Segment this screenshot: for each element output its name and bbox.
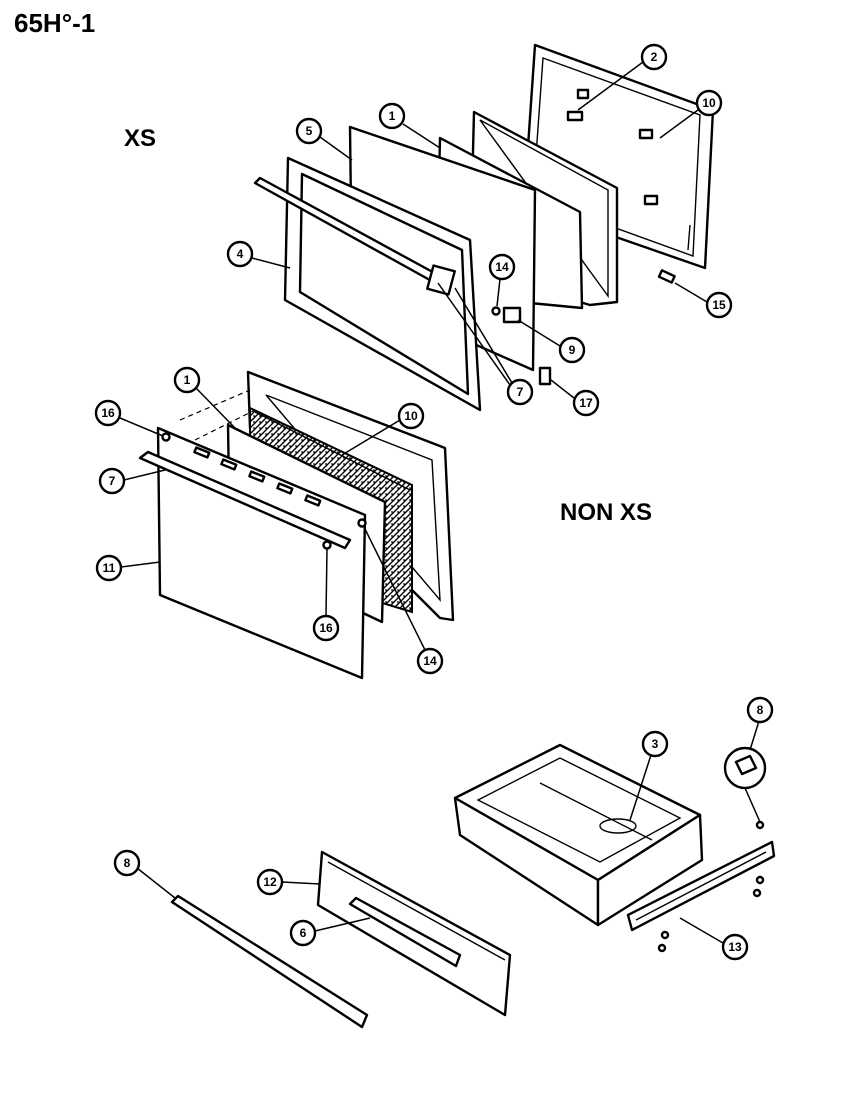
callout-xs-10: 10	[659, 89, 723, 139]
model-code: 65H°-1	[14, 8, 95, 38]
drawer-bottom-trim	[170, 894, 369, 1029]
callout-xs-5: 5	[295, 117, 353, 161]
drawer-screw-4	[660, 930, 670, 940]
callout-drawer-6: 6	[289, 917, 371, 947]
drawer-screw-3	[752, 888, 762, 898]
callout-non-xs-16-bottom: 16	[312, 548, 340, 642]
svg-text:15: 15	[712, 298, 726, 312]
svg-text:7: 7	[109, 474, 116, 488]
svg-text:14: 14	[423, 654, 437, 668]
svg-text:10: 10	[404, 409, 418, 423]
svg-text:9: 9	[569, 343, 576, 357]
callout-xs-15: 15	[674, 282, 733, 319]
drawer-assembly	[170, 743, 776, 1029]
xs-screw	[491, 306, 501, 316]
callout-xs-1: 1	[378, 102, 441, 149]
svg-text:12: 12	[263, 875, 277, 889]
xs-hinge-clip	[657, 269, 676, 284]
callout-non-xs-14: 14	[363, 526, 444, 675]
svg-text:1: 1	[184, 373, 191, 387]
svg-text:6: 6	[300, 926, 307, 940]
drawer-clip-detail	[723, 746, 767, 790]
non-xs-door-assembly	[138, 370, 455, 680]
drawer-screw-1	[755, 820, 765, 830]
callout-non-xs-10: 10	[341, 402, 425, 456]
callout-non-xs-16-top: 16	[94, 399, 164, 437]
callout-xs-14: 14	[488, 253, 516, 307]
callout-xs-9: 9	[517, 319, 586, 364]
non-xs-screw-right	[357, 518, 367, 528]
callout-xs-4: 4	[226, 240, 291, 269]
callout-non-xs-7: 7	[98, 467, 166, 495]
xs-bracket	[538, 366, 552, 386]
non-xs-section-label: NON XS	[560, 499, 652, 526]
callout-drawer-3: 3	[629, 730, 669, 821]
svg-text:13: 13	[728, 940, 742, 954]
drawer-screw-5	[657, 943, 667, 953]
non-xs-screw-bottom	[322, 540, 332, 550]
svg-text:16: 16	[319, 621, 333, 635]
drawer-tub	[453, 743, 704, 927]
xs-door-handle	[253, 176, 456, 296]
callout-non-xs-1: 1	[173, 366, 236, 429]
callout-xs-17: 17	[550, 379, 600, 417]
svg-text:16: 16	[101, 406, 115, 420]
svg-text:2: 2	[651, 50, 658, 64]
non-xs-outer-door-panel	[156, 426, 367, 680]
svg-text:11: 11	[103, 561, 116, 575]
svg-text:5: 5	[306, 124, 313, 138]
callout-drawer-12: 12	[256, 868, 321, 896]
drawer-handle	[348, 896, 462, 968]
callout-drawer-13: 13	[679, 917, 749, 961]
callout-xs-7: 7	[437, 282, 534, 406]
xs-retainer-plate	[502, 306, 522, 324]
non-xs-screw-top	[161, 432, 171, 442]
callout-xs-2: 2	[577, 43, 668, 111]
xs-section-label: XS	[124, 125, 156, 152]
drawer-screw-2	[755, 875, 765, 885]
svg-text:7: 7	[517, 385, 524, 399]
svg-text:14: 14	[495, 260, 509, 274]
callout-drawer-8-clip: 8	[744, 696, 774, 823]
svg-text:3: 3	[652, 737, 659, 751]
callouts: 2 10 5 1 4 14 15	[94, 43, 774, 961]
drawer-slide-rail	[626, 840, 776, 932]
svg-text:8: 8	[124, 856, 131, 870]
svg-text:17: 17	[579, 396, 593, 410]
svg-text:8: 8	[757, 703, 764, 717]
svg-text:4: 4	[237, 247, 244, 261]
callout-drawer-8-trim: 8	[113, 849, 176, 899]
callout-non-xs-11: 11	[95, 554, 161, 582]
xs-door-assembly	[253, 43, 715, 412]
svg-text:10: 10	[702, 96, 716, 110]
svg-text:1: 1	[389, 109, 396, 123]
non-xs-door-handle	[138, 450, 352, 550]
